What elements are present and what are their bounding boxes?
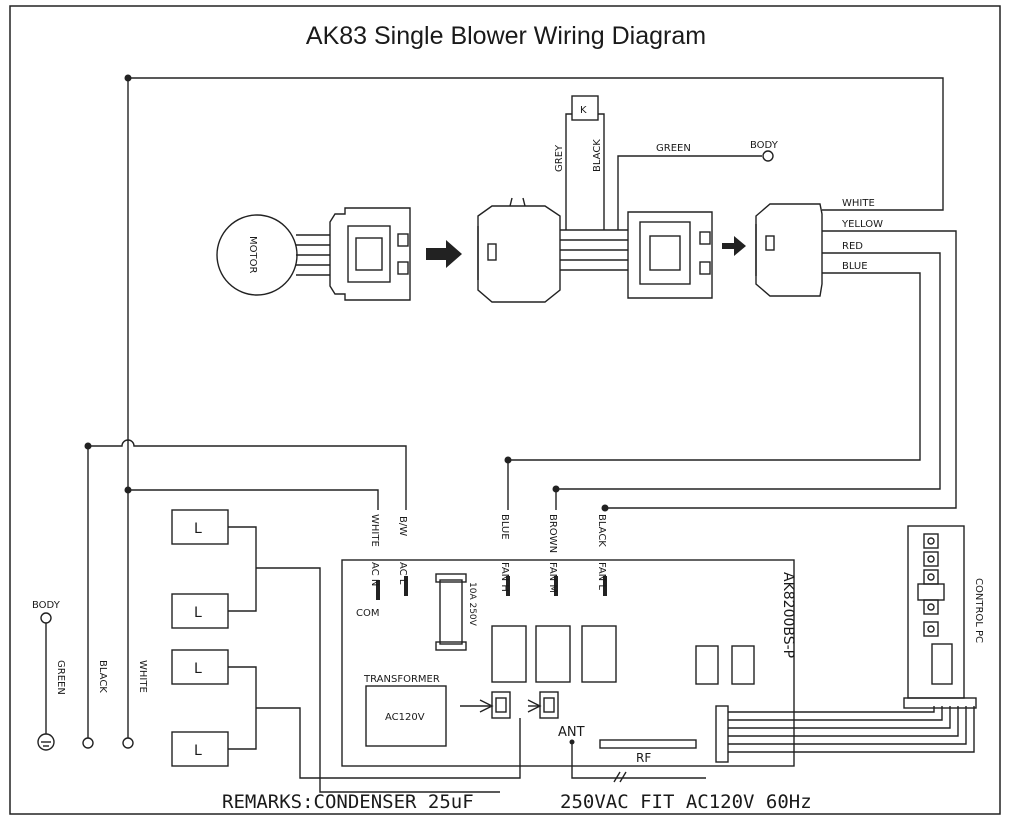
relay-2 (535, 625, 571, 683)
label-brown-board: BROWN (547, 514, 558, 553)
label-bw-board: B/W (397, 516, 408, 536)
label-ant: ANT (558, 725, 585, 740)
k-capacitor-box (571, 95, 599, 121)
label-k: K (580, 105, 587, 116)
antenna-wire (571, 742, 706, 779)
harness-connector-female (477, 197, 561, 303)
label-white-plug: WHITE (842, 198, 875, 209)
label-grey: GREY (554, 144, 565, 172)
label-body-top: BODY (750, 140, 779, 151)
label-black-left: BLACK (97, 660, 108, 693)
label-red-plug: RED (842, 241, 863, 252)
label-white-board: WHITE (369, 514, 380, 547)
wire-black-to-acl (88, 439, 407, 510)
label-fanm: FAN M (547, 562, 558, 593)
transformer (365, 685, 447, 747)
fuse (435, 573, 467, 651)
black-terminal (82, 737, 94, 749)
wire-grey (565, 113, 572, 230)
main-board (341, 559, 795, 767)
board-connector-1 (491, 691, 511, 719)
ground-symbol (37, 733, 55, 751)
label-transformer: TRANSFORMER (363, 674, 440, 685)
label-control-pc: CONTROL PC (973, 578, 984, 643)
label-blue-board: BLUE (499, 514, 510, 540)
diagram-border (9, 5, 1001, 815)
white-terminal (122, 737, 134, 749)
diagram-title: AK83 Single Blower Wiring Diagram (306, 22, 706, 50)
board-connector-2 (539, 691, 559, 719)
label-fuse: 10A 250V (467, 582, 477, 627)
label-green-left: GREEN (55, 660, 66, 695)
rf-module (599, 739, 697, 749)
wire-red (555, 252, 941, 510)
wire-black-k (598, 113, 605, 230)
relay-3 (581, 625, 617, 683)
label-fanh: FAN H (499, 562, 510, 592)
relay-5 (731, 645, 755, 685)
label-white-left: WHITE (137, 660, 148, 693)
wire-white-top (128, 77, 944, 211)
label-transformer-rating: AC120V (385, 712, 425, 723)
label-black-board: BLACK (596, 514, 607, 547)
relay-4 (695, 645, 719, 685)
label-acl: AC L (397, 562, 408, 585)
plug-connector (755, 203, 823, 297)
arrow-icon-1 (426, 240, 462, 268)
lamp-4-label: L (194, 743, 202, 759)
label-body-left: BODY (32, 600, 61, 611)
wire-green-body (617, 155, 762, 230)
control-pc-connector (903, 697, 977, 709)
body-terminal-left (40, 612, 52, 624)
label-acn: AC N (369, 562, 380, 586)
label-com: COM (356, 608, 379, 619)
lamp-1-label: L (194, 521, 202, 537)
label-fanl: FAN L (596, 562, 607, 590)
label-green-harness: GREEN (656, 143, 691, 154)
harness-connector-male (627, 211, 713, 299)
body-terminal-top (762, 150, 774, 162)
remarks-left: REMARKS:CONDENSER 25uF (222, 791, 474, 813)
wire-white-to-acn (128, 489, 379, 510)
lamp-3-label: L (194, 661, 202, 677)
label-board-model: AK8200BS-P (780, 572, 796, 658)
label-yellow-plug: YELLOW (841, 219, 883, 230)
relay-1 (491, 625, 527, 683)
arrow-icon-2 (722, 236, 746, 256)
label-motor: MOTOR (247, 236, 258, 273)
wire-blue (507, 272, 921, 510)
label-rf: RF (636, 751, 651, 765)
lamp-2-label: L (194, 605, 202, 621)
ribbon-connector (715, 705, 729, 763)
motor-connector (329, 207, 411, 301)
label-blue-plug: BLUE (842, 261, 868, 272)
label-black-harness: BLACK (592, 139, 603, 172)
remarks-right: 250VAC FIT AC120V 60Hz (560, 791, 812, 813)
